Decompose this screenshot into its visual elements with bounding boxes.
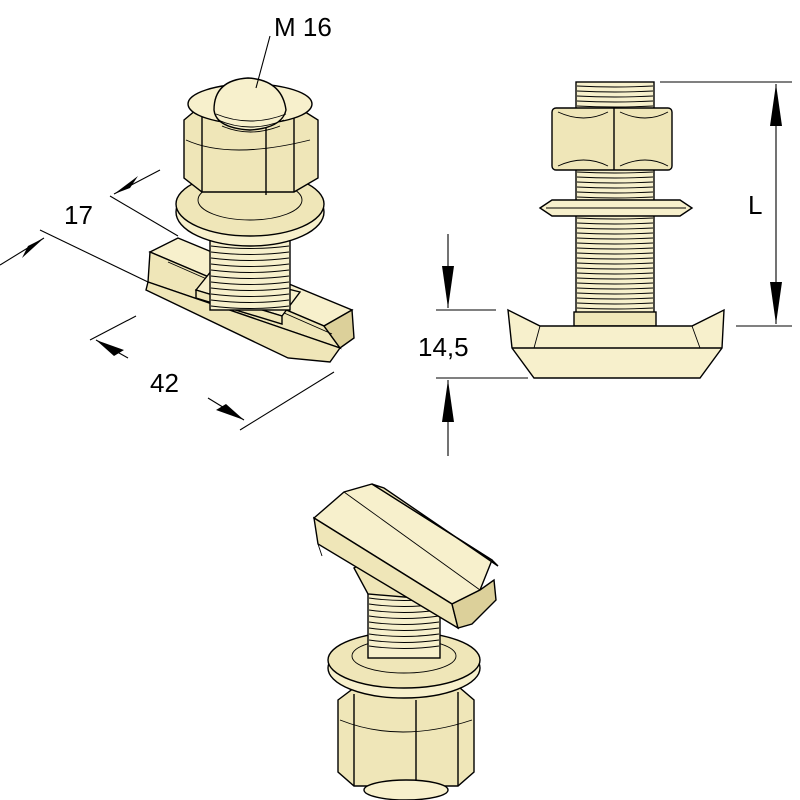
thread-leader-line xyxy=(255,35,271,89)
thread-ridge xyxy=(576,181,654,184)
bolt-tip-iso xyxy=(213,77,287,133)
square-neck-side xyxy=(573,311,657,327)
thread-size-label: M 16 xyxy=(274,12,332,42)
hex-nut-bottom xyxy=(337,687,475,800)
thread-ridge xyxy=(368,639,440,643)
thread-ridge xyxy=(210,257,290,261)
bolt-length-label: L xyxy=(748,190,762,220)
thread-ridge xyxy=(210,245,290,249)
side-view: L 14,5 xyxy=(418,81,792,456)
thread-ridge xyxy=(210,299,290,303)
arrow-L-top xyxy=(770,84,782,126)
thread-ridge xyxy=(210,287,290,291)
isometric-view: M 16 17 42 xyxy=(0,12,355,431)
thread-ridge xyxy=(576,252,654,255)
thread-ridge xyxy=(576,247,654,250)
thread-ridge xyxy=(210,305,290,309)
arrow-14-5-top xyxy=(442,266,454,308)
bottom-isometric-view xyxy=(312,483,499,800)
thread-ridge xyxy=(576,95,654,98)
thread-ridge xyxy=(576,262,654,265)
thread-ridge xyxy=(576,307,654,310)
height-dimension-label: 14,5 xyxy=(418,332,469,362)
arrow-14-5-bottom xyxy=(442,380,454,422)
arrow-17-lower xyxy=(22,238,44,258)
thread-ridge xyxy=(576,267,654,270)
hex-nut-side xyxy=(551,107,673,171)
thread-ridge xyxy=(576,237,654,240)
thread-ridge xyxy=(210,293,290,297)
thread-ridge xyxy=(576,277,654,280)
thread-ridge xyxy=(368,645,440,649)
iso-dimensions xyxy=(0,35,335,431)
hammer-head-side xyxy=(507,308,725,379)
thread-ridge xyxy=(576,100,654,103)
thread-ridge xyxy=(576,272,654,275)
arrow-L-bottom xyxy=(770,282,782,324)
thread-ridge xyxy=(576,282,654,285)
arrow-42-left xyxy=(96,340,124,356)
thread-ridge xyxy=(576,90,654,93)
thread-ridge xyxy=(576,292,654,295)
thread-ridge xyxy=(576,297,654,300)
thread-ridge xyxy=(576,85,654,88)
thread-ridge xyxy=(210,251,290,255)
thread-ridge xyxy=(576,242,654,245)
washer-bottom xyxy=(327,631,481,699)
hammer-head-bottom xyxy=(312,483,499,630)
washer-side xyxy=(538,199,694,217)
thread-ridge xyxy=(576,227,654,230)
thread-ridge xyxy=(576,232,654,235)
thread-ridge xyxy=(576,186,654,189)
thread-ridge xyxy=(576,191,654,194)
thread-ridge xyxy=(210,281,290,285)
thread-ridge xyxy=(576,217,654,220)
thread-ridge xyxy=(368,615,440,619)
thread-ridge xyxy=(576,222,654,225)
arrow-42-right xyxy=(216,404,244,420)
thread-ridge xyxy=(576,176,654,179)
thread-ridge xyxy=(576,287,654,290)
thread-ridge xyxy=(576,105,654,108)
thread-ridge xyxy=(210,275,290,279)
arrow-17-upper xyxy=(114,176,138,194)
thread-ridge xyxy=(576,302,654,305)
thread-ridge xyxy=(368,627,440,631)
width-dimension-label: 17 xyxy=(64,200,93,230)
thread-ridge xyxy=(576,171,654,174)
thread-ridge xyxy=(368,633,440,637)
thread-ridge xyxy=(368,621,440,625)
thread-ridge xyxy=(576,257,654,260)
thread-ridge xyxy=(210,269,290,273)
thread-ridge xyxy=(576,196,654,199)
side-dimensions xyxy=(436,81,792,456)
thread-ridge xyxy=(210,263,290,267)
length-dimension-label: 42 xyxy=(150,368,179,398)
